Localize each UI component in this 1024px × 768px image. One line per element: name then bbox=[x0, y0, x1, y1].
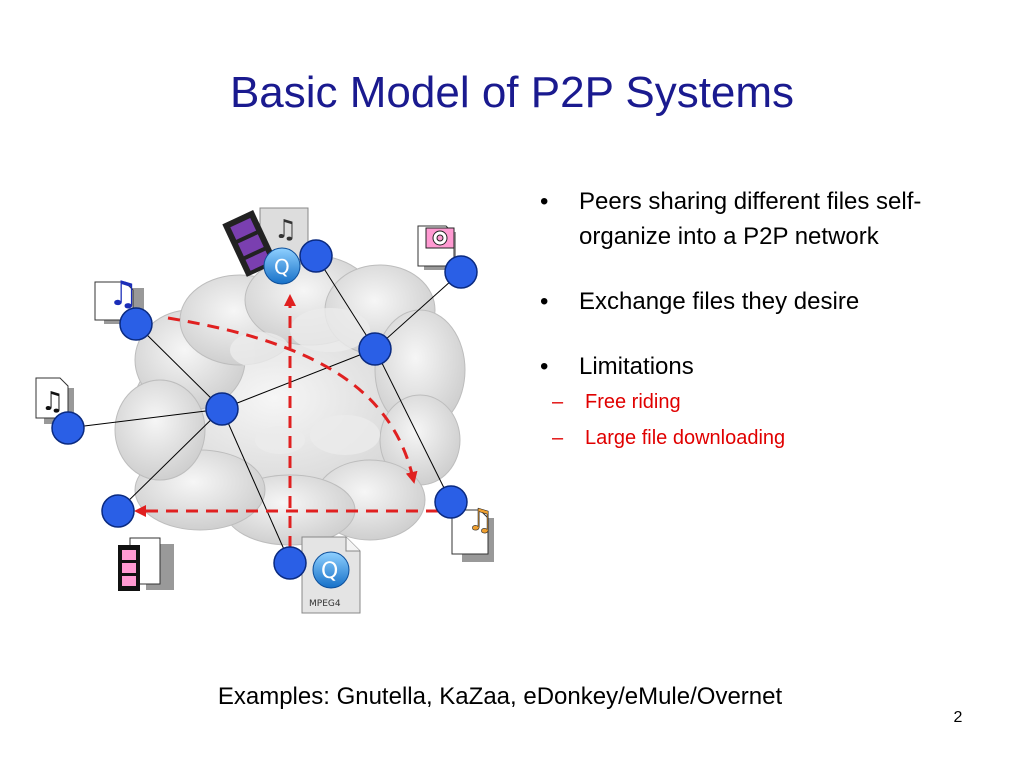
bullet-list: • Peers sharing different files self-org… bbox=[540, 184, 1000, 456]
link bbox=[374, 348, 452, 503]
bullet-item: • Limitations bbox=[540, 349, 1000, 384]
peer-node bbox=[434, 485, 468, 519]
sub-bullet-marker: – bbox=[552, 391, 564, 413]
bullet-marker: • bbox=[540, 353, 549, 380]
bullet-marker: • bbox=[540, 288, 549, 315]
music-file-icon-orange: ♫ bbox=[451, 503, 494, 562]
peer-node bbox=[51, 411, 85, 445]
peer-node bbox=[273, 546, 307, 580]
peer-node bbox=[444, 255, 478, 289]
bullet-item: • Peers sharing different files self-org… bbox=[540, 184, 1000, 254]
peer-node bbox=[205, 392, 239, 426]
movie-music-file-icon: ♫ Q bbox=[222, 207, 309, 285]
link bbox=[135, 323, 223, 410]
peer-node bbox=[358, 332, 392, 366]
music-file-icon-black: ♫ bbox=[35, 377, 74, 424]
network-links bbox=[67, 255, 462, 564]
bullet-marker: • bbox=[540, 188, 549, 215]
dashed-arc-path bbox=[167, 316, 418, 484]
bullet-text: Limitations bbox=[579, 353, 694, 380]
link bbox=[221, 408, 291, 564]
sub-bullet-item: – Large file downloading bbox=[540, 420, 1000, 456]
download-paths bbox=[134, 294, 438, 548]
peer-node bbox=[101, 494, 135, 528]
bullet-text: Peers sharing different files self-organ… bbox=[579, 188, 922, 250]
link bbox=[67, 408, 223, 429]
svg-text:♫: ♫ bbox=[41, 387, 64, 417]
svg-text:Q: Q bbox=[321, 559, 338, 584]
peer-node bbox=[119, 307, 153, 341]
link bbox=[221, 348, 376, 410]
svg-text:♫: ♫ bbox=[108, 274, 138, 314]
bullet-text: Exchange files they desire bbox=[579, 288, 860, 315]
svg-text:Q: Q bbox=[274, 255, 290, 279]
link bbox=[315, 255, 376, 350]
sub-bullet-text: Large file downloading bbox=[585, 427, 786, 449]
svg-text:♫: ♫ bbox=[467, 503, 494, 538]
sub-bullet-text: Free riding bbox=[585, 391, 681, 413]
peer-nodes bbox=[51, 239, 478, 580]
examples-caption: Examples: Gnutella, KaZaa, eDonkey/eMule… bbox=[217, 683, 783, 710]
camera-file-icon bbox=[417, 225, 456, 270]
sub-bullet-item: – Free riding bbox=[540, 384, 1000, 420]
link bbox=[374, 271, 462, 350]
film-file-icon bbox=[118, 537, 174, 591]
peer-node bbox=[299, 239, 333, 273]
sub-bullet-marker: – bbox=[552, 427, 564, 449]
svg-text:♫: ♫ bbox=[274, 215, 297, 245]
mpeg4-file-icon: Q MPEG4 bbox=[301, 536, 361, 614]
slide-title: Basic Model of P2P Systems bbox=[229, 68, 795, 117]
page-number: 2 bbox=[953, 709, 963, 726]
link bbox=[117, 408, 223, 512]
bullet-item: • Exchange files they desire bbox=[540, 284, 1000, 319]
mpeg4-label: MPEG4 bbox=[309, 599, 341, 609]
